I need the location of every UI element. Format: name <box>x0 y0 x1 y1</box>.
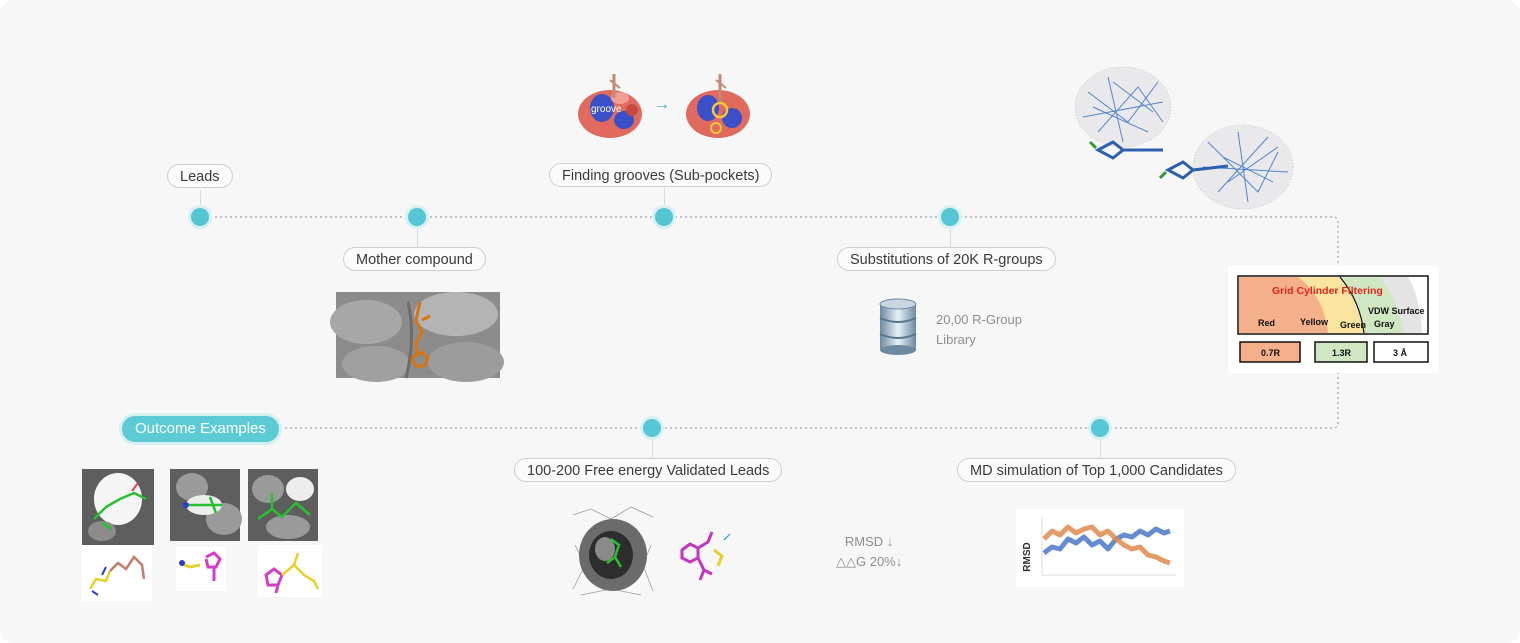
groove-label: groove <box>591 104 622 115</box>
grid-filter-diagram: Grid Cylinder Filtering Red Yellow Green… <box>1237 275 1429 363</box>
step-finding-grooves: Finding grooves (Sub-pockets) <box>549 163 773 187</box>
free-energy-ligand <box>680 531 731 581</box>
step-dot-leads <box>191 208 209 226</box>
database-icon <box>879 298 917 355</box>
md-rmsd-chart: RMSD <box>1016 509 1184 587</box>
rmsd-summary: RMSD ↓ △△G 20%↓ <box>836 532 902 572</box>
step-substitutions: Substitutions of 20K R-groups <box>837 247 1056 271</box>
groove-arrow: → <box>654 96 670 113</box>
outcome-pocket-3 <box>248 469 318 541</box>
connector-mother <box>417 226 418 248</box>
connector-grooves <box>664 188 665 210</box>
md-chart-ylabel: RMSD <box>1022 542 1033 571</box>
grid-box-green: 1.3R <box>1332 348 1352 358</box>
md-conformation-cloud <box>1074 66 1294 210</box>
md-series-blue <box>1042 526 1171 555</box>
connector-substitutions <box>950 226 951 248</box>
grid-green-label: Green <box>1340 320 1366 330</box>
outcome-pocket-1 <box>82 469 154 545</box>
step-dot-substitutions <box>941 208 959 226</box>
md-rmsd-plot: RMSD <box>1022 517 1176 576</box>
outcome-ligand-3 <box>258 545 322 597</box>
mother-compound-surface <box>330 292 504 382</box>
step-leads: Leads <box>167 164 233 188</box>
grid-vdw-label: VDW Surface <box>1368 306 1425 316</box>
step-md-simulation: MD simulation of Top 1,000 Candidates <box>957 458 1236 482</box>
step-dot-mother <box>408 208 426 226</box>
return-line <box>280 372 1339 429</box>
free-energy-pocket <box>572 506 654 596</box>
library-line-2: Library <box>936 332 976 347</box>
connector-md <box>1100 437 1101 458</box>
grid-gray-label: Gray <box>1374 319 1395 329</box>
step-dot-free-energy <box>643 419 661 437</box>
grid-box-gray: 3 Å <box>1393 348 1408 358</box>
step-dot-md <box>1091 419 1109 437</box>
connector-leads <box>200 190 201 210</box>
outcome-ligand-2 <box>176 547 226 591</box>
groove-protein-before: groove <box>578 74 642 138</box>
rmsd-line: RMSD ↓ <box>844 534 894 549</box>
grid-filter-panel: Grid Cylinder Filtering Red Yellow Green… <box>1228 266 1438 373</box>
step-mother-compound: Mother compound <box>343 247 486 271</box>
grid-red-label: Red <box>1258 318 1275 328</box>
connector-free-energy <box>652 437 653 458</box>
ddg-line: △△G 20%↓ <box>836 554 903 569</box>
md-series-orange <box>1042 524 1171 566</box>
step-free-energy: 100-200 Free energy Validated Leads <box>514 458 783 482</box>
top-timeline <box>200 216 1339 270</box>
library-line-1: 20,00 R-Group <box>936 312 1022 327</box>
grid-box-red: 0.7R <box>1261 348 1281 358</box>
step-dot-grooves <box>655 208 673 226</box>
step-outcome-examples: Outcome Examples <box>122 416 279 442</box>
outcome-ligand-1 <box>82 545 152 601</box>
grid-title: Grid Cylinder Filtering <box>1272 285 1383 297</box>
groove-protein-after <box>686 74 750 138</box>
grid-yellow-label: Yellow <box>1300 317 1329 327</box>
outcome-pocket-2 <box>170 469 242 541</box>
library-label: 20,00 R-Group Library <box>936 310 1022 350</box>
